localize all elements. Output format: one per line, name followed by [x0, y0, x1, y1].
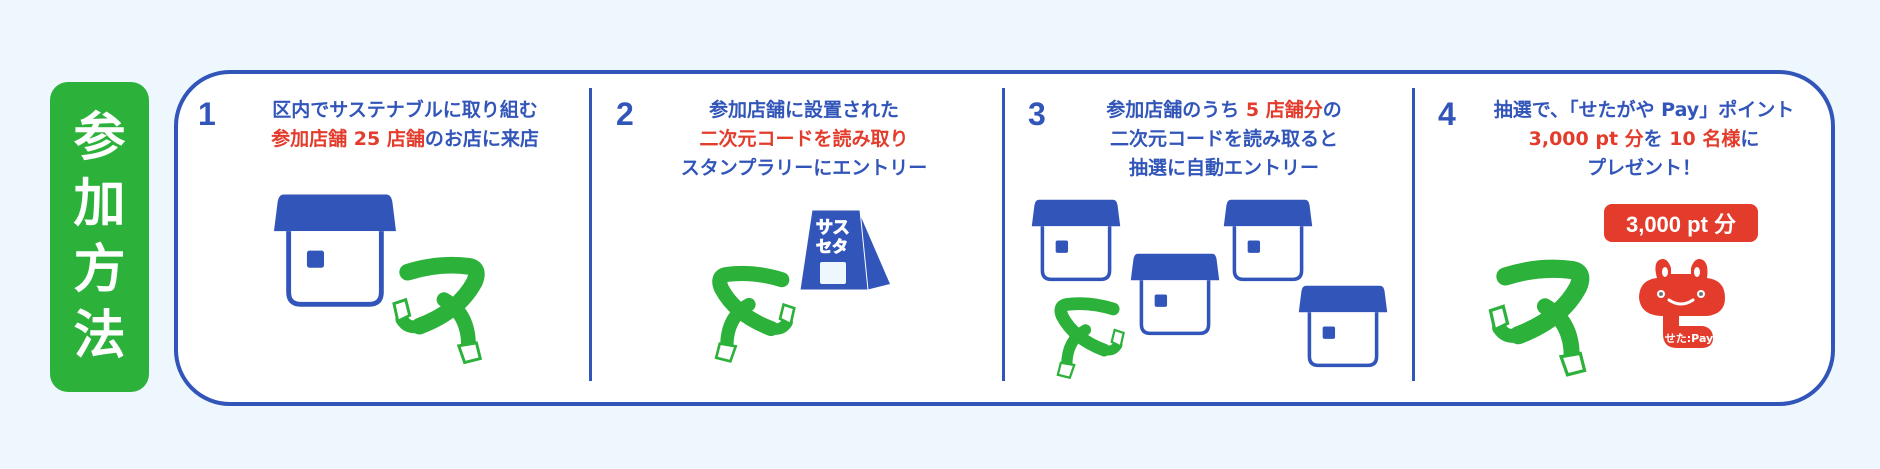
title-char: 方	[73, 240, 126, 300]
shop-icon	[1031, 198, 1121, 282]
step-text: の	[1322, 99, 1342, 121]
highlight-text: 二次元コードを読み取り	[699, 128, 909, 150]
runner-icon	[1484, 255, 1606, 378]
step-4-text: 抽選で、「せたがや Pay」ポイント 3,000 pt 分を 10 名様にプレゼン…	[1434, 96, 1854, 183]
step-3-text: 参加店舗のうち 5 店舗分の二次元コードを読み取ると抽選に自動エントリー	[1034, 96, 1414, 183]
runner-icon	[1043, 294, 1128, 380]
step-text-line: 二次元コードを読み取ると	[1034, 125, 1414, 154]
logo-text: せた:Pay	[1665, 332, 1713, 345]
sign-text: セタ	[816, 237, 848, 256]
divider	[1412, 88, 1415, 381]
highlight-text: 10 名様	[1669, 128, 1741, 150]
step-2-number: 2	[616, 96, 634, 132]
step-text: 区内でサステナブルに取り組む	[272, 99, 538, 121]
step-text: を	[1643, 128, 1670, 150]
shop-icon	[1298, 284, 1388, 368]
step-text-line: 二次元コードを読み取り	[614, 125, 994, 154]
divider	[589, 88, 592, 381]
shop-icon	[1130, 252, 1220, 336]
sign-text: サス	[816, 218, 850, 238]
title-char: 加	[73, 174, 126, 234]
step-text-line: 区内でサステナブルに取り組む	[215, 96, 595, 125]
highlight-text: 5 店舗分	[1245, 99, 1323, 121]
step-text: に	[1740, 128, 1760, 150]
shop-icon	[1223, 198, 1313, 282]
step-1-text: 区内でサステナブルに取り組む参加店舗 25 店舗のお店に来店	[215, 96, 595, 154]
step-text-line: 3,000 pt 分を 10 名様に	[1434, 125, 1854, 154]
shop-icon	[274, 192, 396, 308]
step-2-text: 参加店舗に設置された二次元コードを読み取りスタンプラリーにエントリー	[614, 96, 994, 183]
runner-icon	[390, 252, 498, 366]
points-badge: 3,000 pt 分	[1604, 204, 1758, 242]
step-text: 参加店舗のうち	[1106, 99, 1246, 121]
title-char: 参	[73, 108, 126, 168]
step-3-number: 3	[1028, 96, 1046, 132]
stamp-sign-icon: サス セタ	[799, 209, 890, 291]
step-text: 二次元コードを読み取ると	[1109, 128, 1338, 150]
runner-icon	[700, 262, 798, 364]
setagaya-pay-logo: せた:Pay	[1639, 259, 1725, 348]
title-char: 法	[73, 306, 126, 366]
step-text-line: 参加店舗 25 店舗のお店に来店	[215, 125, 595, 154]
step-text: 抽選に自動エントリー	[1128, 157, 1319, 179]
step-text: スタンプラリーにエントリー	[680, 157, 928, 179]
step-4-number: 4	[1438, 96, 1456, 132]
step-1-number: 1	[198, 96, 216, 132]
step-text: のお店に来店	[424, 128, 539, 150]
step-text-line: 抽選に自動エントリー	[1034, 154, 1414, 183]
highlight-text: 参加店舗 25 店舗	[271, 128, 425, 150]
step-text-line: プレゼント！	[1434, 154, 1854, 183]
step-text-line: スタンプラリーにエントリー	[614, 154, 994, 183]
step-text-line: 抽選で、「せたがや Pay」ポイント	[1434, 96, 1854, 125]
title-badge: 参 加 方 法	[50, 82, 149, 392]
step-text-line: 参加店舗に設置された	[614, 96, 994, 125]
step-text: 参加店舗に設置された	[708, 99, 899, 121]
step-text: プレゼント！	[1586, 157, 1701, 179]
highlight-text: 3,000 pt 分	[1528, 128, 1644, 150]
step-text-line: 参加店舗のうち 5 店舗分の	[1034, 96, 1414, 125]
divider	[1002, 88, 1005, 381]
step-text: 抽選で、「せたがや Pay」ポイント	[1493, 99, 1795, 121]
